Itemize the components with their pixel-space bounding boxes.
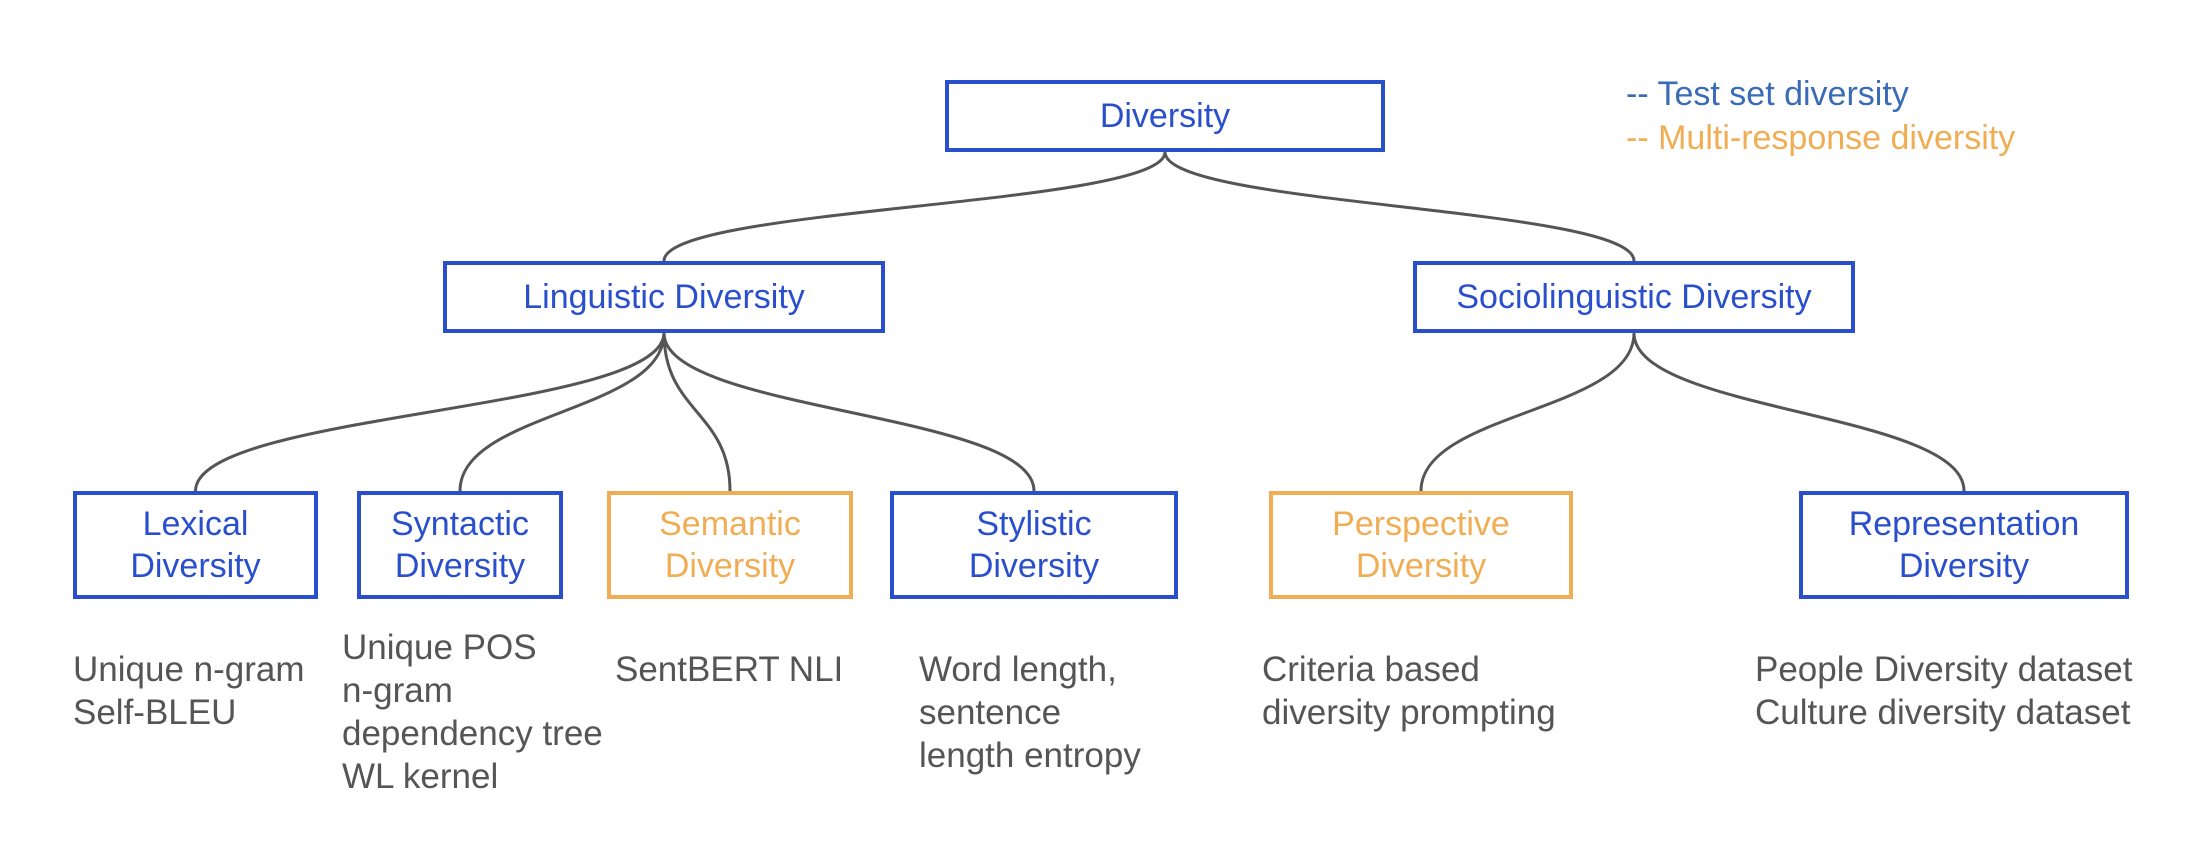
node-lexical-diversity: Lexical Diversity	[73, 491, 318, 599]
node-representation-diversity: Representation Diversity	[1799, 491, 2129, 599]
edge-linguistic-to-lexical	[194, 332, 666, 492]
node-diversity: Diversity	[945, 80, 1385, 152]
node-syntactic-diversity: Syntactic Diversity	[357, 491, 563, 599]
legend-test-set: -- Test set diversity	[1626, 75, 1909, 113]
legend-multi-response: -- Multi-response diversity	[1626, 119, 2016, 157]
metrics-semantic: SentBERT NLI	[615, 650, 844, 689]
edge-linguistic-to-semantic	[662, 332, 732, 492]
edge-root-to-sociolinguistic	[1163, 151, 1636, 262]
metrics-perspective: Criteria based diversity prompting	[1262, 650, 1556, 732]
edge-linguistic-to-syntactic	[458, 332, 666, 492]
metrics-representation: People Diversity dataset Culture diversi…	[1755, 650, 2133, 732]
metrics-stylistic: Word length, sentence length entropy	[919, 650, 1141, 775]
metrics-lexical: Unique n-gram Self-BLEU	[73, 650, 305, 732]
edge-sociolinguistic-to-representation	[1632, 332, 1966, 492]
node-stylistic-diversity: Stylistic Diversity	[890, 491, 1178, 599]
node-semantic-diversity: Semantic Diversity	[607, 491, 853, 599]
edge-sociolinguistic-to-perspective	[1419, 332, 1636, 492]
node-sociolinguistic-diversity: Sociolinguistic Diversity	[1413, 261, 1855, 333]
edge-root-to-linguistic	[662, 151, 1167, 262]
metrics-syntactic: Unique POS n-gram dependency tree WL ker…	[342, 628, 603, 796]
edge-linguistic-to-stylistic	[662, 332, 1036, 492]
node-perspective-diversity: Perspective Diversity	[1269, 491, 1573, 599]
node-linguistic-diversity: Linguistic Diversity	[443, 261, 885, 333]
